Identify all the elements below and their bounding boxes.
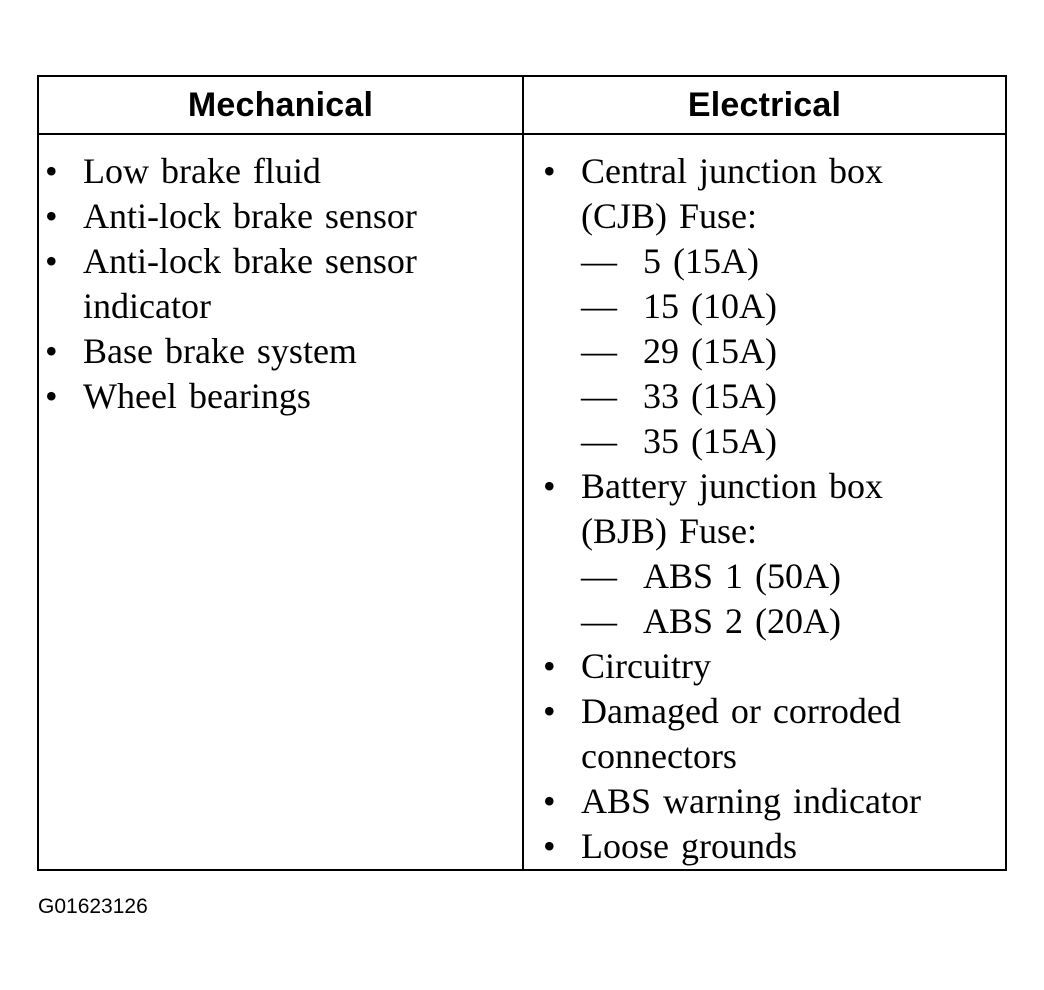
em-dash-mark: —: [581, 331, 617, 371]
electrical-list-item: — ABS 1 (50A): [581, 554, 1001, 599]
header-divider: [39, 133, 1005, 135]
electrical-item-text: Damaged or corroded: [581, 691, 901, 731]
electrical-list-item: — 15 (10A): [581, 284, 1001, 329]
mechanical-list-item: indicator: [83, 284, 513, 329]
electrical-item-text: 29 (15A): [643, 331, 777, 371]
electrical-header: Electrical: [687, 85, 842, 124]
em-dash-mark: —: [581, 556, 617, 596]
electrical-item-text: ABS 1 (50A): [643, 556, 842, 596]
electrical-list-item: ABS warning indicator: [543, 779, 1001, 824]
electrical-item-text: connectors: [581, 736, 737, 776]
column-divider: [522, 77, 524, 869]
electrical-item-text: 5 (15A): [643, 241, 759, 281]
mechanical-item-text: indicator: [83, 286, 211, 326]
electrical-list-item: (BJB) Fuse:: [581, 509, 1001, 554]
mechanical-item-text: Anti-lock brake sensor: [83, 196, 417, 236]
electrical-item-text: ABS 2 (20A): [643, 601, 842, 641]
electrical-list-item: — 35 (15A): [581, 419, 1001, 464]
mechanical-header: Mechanical: [187, 85, 374, 124]
mechanical-list: Low brake fluidAnti-lock brake sensorAnt…: [45, 149, 513, 419]
electrical-item-text: (CJB) Fuse:: [581, 196, 758, 236]
mechanical-list-item: Base brake system: [45, 329, 513, 374]
electrical-item-text: Circuitry: [581, 646, 711, 686]
em-dash-mark: —: [581, 241, 617, 281]
electrical-list-item: — ABS 2 (20A): [581, 599, 1001, 644]
mechanical-list-item: Anti-lock brake sensor: [45, 194, 513, 239]
mechanical-list-item: Wheel bearings: [45, 374, 513, 419]
electrical-item-text: Battery junction box: [581, 466, 883, 506]
electrical-list-item: Loose grounds: [543, 824, 1001, 869]
electrical-list-item: (CJB) Fuse:: [581, 194, 1001, 239]
electrical-item-text: (BJB) Fuse:: [581, 511, 758, 551]
em-dash-mark: —: [581, 601, 617, 641]
electrical-list-item: Circuitry: [543, 644, 1001, 689]
electrical-list-item: — 33 (15A): [581, 374, 1001, 419]
em-dash-mark: —: [581, 286, 617, 326]
electrical-list-item: — 5 (15A): [581, 239, 1001, 284]
electrical-list-item: Central junction box: [543, 149, 1001, 194]
mechanical-item-text: Anti-lock brake sensor: [83, 241, 417, 281]
figure-code: G01623126: [38, 895, 148, 918]
em-dash-mark: —: [581, 376, 617, 416]
em-dash-mark: —: [581, 421, 617, 461]
mechanical-list-item: Low brake fluid: [45, 149, 513, 194]
mechanical-item-text: Wheel bearings: [83, 376, 311, 416]
electrical-list-item: — 29 (15A): [581, 329, 1001, 374]
electrical-item-text: 15 (10A): [643, 286, 777, 326]
electrical-item-text: 35 (15A): [643, 421, 777, 461]
electrical-item-text: Central junction box: [581, 151, 883, 191]
electrical-list-item: Damaged or corroded: [543, 689, 1001, 734]
diagnostic-table: Mechanical Electrical Low brake fluidAnt…: [37, 75, 1007, 871]
electrical-list: Central junction box(CJB) Fuse:—5 (15A)—…: [543, 149, 1001, 869]
electrical-item-text: ABS warning indicator: [581, 781, 921, 821]
electrical-item-text: 33 (15A): [643, 376, 777, 416]
mechanical-item-text: Base brake system: [83, 331, 357, 371]
electrical-list-item: Battery junction box: [543, 464, 1001, 509]
mechanical-list-item: Anti-lock brake sensor: [45, 239, 513, 284]
mechanical-item-text: Low brake fluid: [83, 151, 321, 191]
electrical-list-item: connectors: [581, 734, 1001, 779]
electrical-item-text: Loose grounds: [581, 826, 797, 866]
